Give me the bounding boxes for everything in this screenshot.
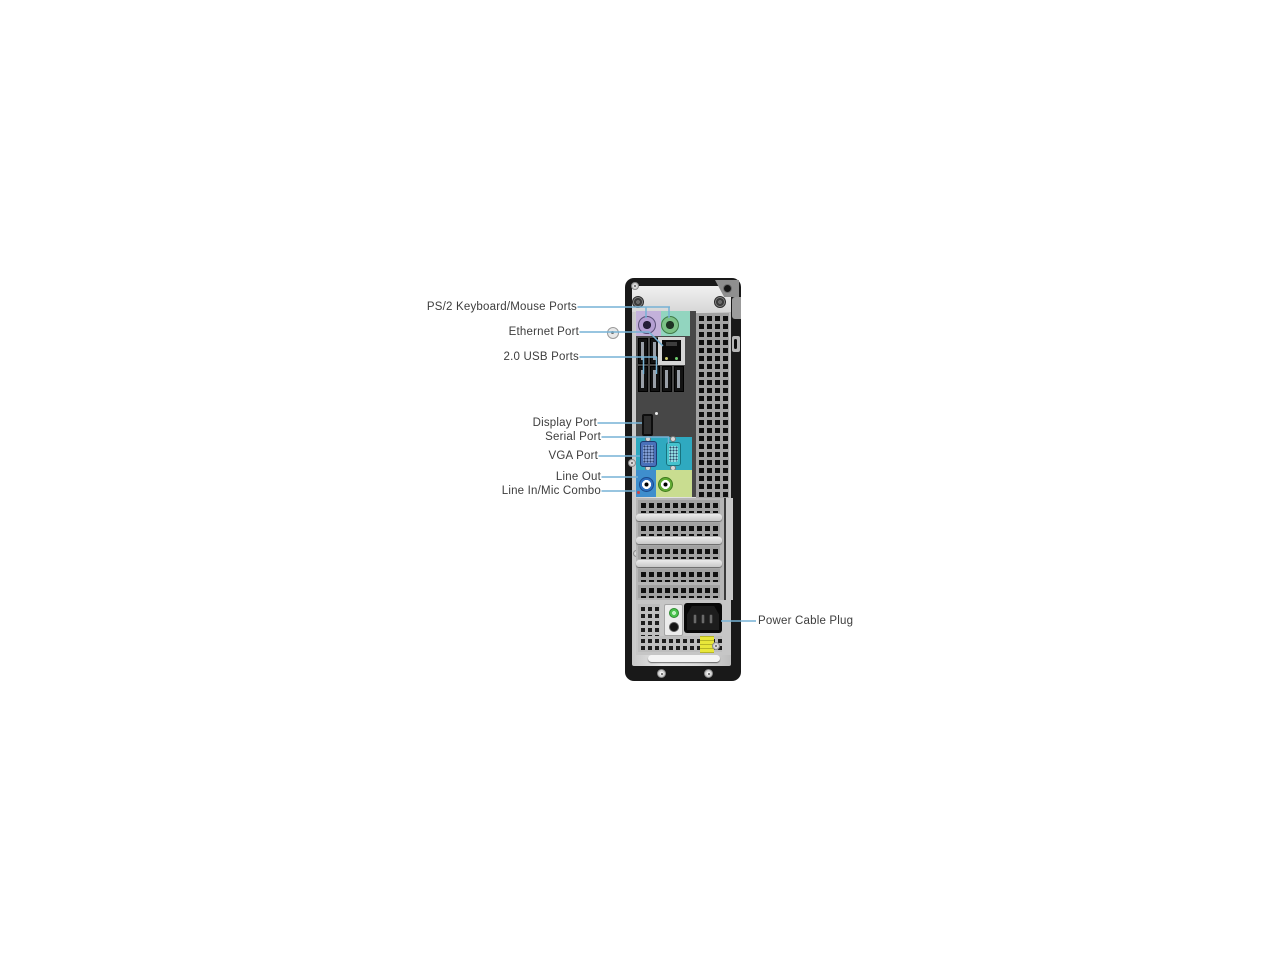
diagnostic-button bbox=[669, 622, 679, 632]
screw-icon bbox=[712, 642, 720, 650]
label-line-in-mic: Line In/Mic Combo bbox=[501, 485, 601, 497]
computer-tower-rear bbox=[625, 278, 741, 681]
bottom-handle-slot bbox=[648, 655, 720, 662]
thumbscrew-icon bbox=[632, 296, 644, 308]
ps2-keyboard-port bbox=[638, 316, 656, 334]
usb-port bbox=[674, 366, 684, 392]
power-pin-icon bbox=[710, 615, 712, 623]
label-ethernet-port: Ethernet Port bbox=[508, 326, 579, 338]
io-panel bbox=[636, 311, 696, 497]
label-usb-ports: 2.0 USB Ports bbox=[503, 351, 579, 363]
displayport-connector bbox=[642, 414, 653, 436]
diagnostic-plate bbox=[664, 604, 683, 636]
service-sticker bbox=[700, 636, 714, 653]
expansion-slot-area bbox=[636, 498, 733, 600]
slot-bracket bbox=[636, 560, 722, 567]
ps2-panel bbox=[636, 311, 690, 336]
power-supply-area bbox=[636, 600, 731, 655]
line-in-mic-jack bbox=[639, 477, 654, 492]
latch-tab bbox=[732, 297, 741, 319]
line-out-jack bbox=[658, 477, 673, 492]
hex-post-icon bbox=[670, 436, 676, 442]
usb-port bbox=[662, 366, 672, 392]
label-line-out: Line Out bbox=[555, 471, 601, 483]
lower-vent bbox=[638, 585, 720, 598]
label-display-port: Display Port bbox=[532, 417, 597, 429]
usb-port bbox=[638, 366, 648, 392]
label-serial-port: Serial Port bbox=[545, 431, 601, 443]
ethernet-port bbox=[662, 340, 681, 361]
serial-vga-panel bbox=[636, 436, 692, 471]
power-pin-icon bbox=[694, 615, 696, 623]
power-pin-icon bbox=[702, 615, 704, 623]
usb-port bbox=[638, 338, 648, 364]
slot-cover-vent bbox=[638, 569, 720, 582]
slot-cover-vent bbox=[638, 546, 720, 559]
audio-panel bbox=[636, 470, 692, 497]
slot-cover-vent bbox=[638, 523, 720, 536]
vent-grid bbox=[696, 313, 729, 498]
card-retention-bar bbox=[724, 498, 733, 600]
screw-icon bbox=[704, 669, 713, 678]
serial-connector bbox=[666, 442, 681, 466]
label-ps2-ports: PS/2 Keyboard/Mouse Ports bbox=[426, 301, 577, 313]
slot-bracket bbox=[636, 514, 722, 521]
screw-icon bbox=[723, 284, 732, 293]
screw-icon bbox=[657, 669, 666, 678]
mic-marker-icon bbox=[637, 491, 640, 494]
usb-port bbox=[650, 366, 660, 392]
ethernet-bezel bbox=[658, 337, 685, 365]
screw-hole-icon bbox=[655, 412, 658, 415]
screw-icon bbox=[628, 459, 636, 467]
power-inlet bbox=[684, 603, 722, 633]
label-power-cable-plug: Power Cable Plug bbox=[758, 615, 854, 627]
label-vga-port: VGA Port bbox=[548, 450, 598, 462]
vga-connector bbox=[640, 441, 657, 467]
screw-icon bbox=[607, 327, 619, 339]
power-led bbox=[669, 608, 679, 618]
ps2-mouse-port bbox=[661, 316, 679, 334]
slot-cover-vent bbox=[638, 500, 720, 513]
c14-socket bbox=[687, 606, 719, 630]
screw-icon bbox=[631, 282, 639, 290]
slot-bracket bbox=[636, 537, 722, 544]
padlock-slot bbox=[732, 336, 740, 352]
thumbscrew-icon bbox=[714, 296, 726, 308]
